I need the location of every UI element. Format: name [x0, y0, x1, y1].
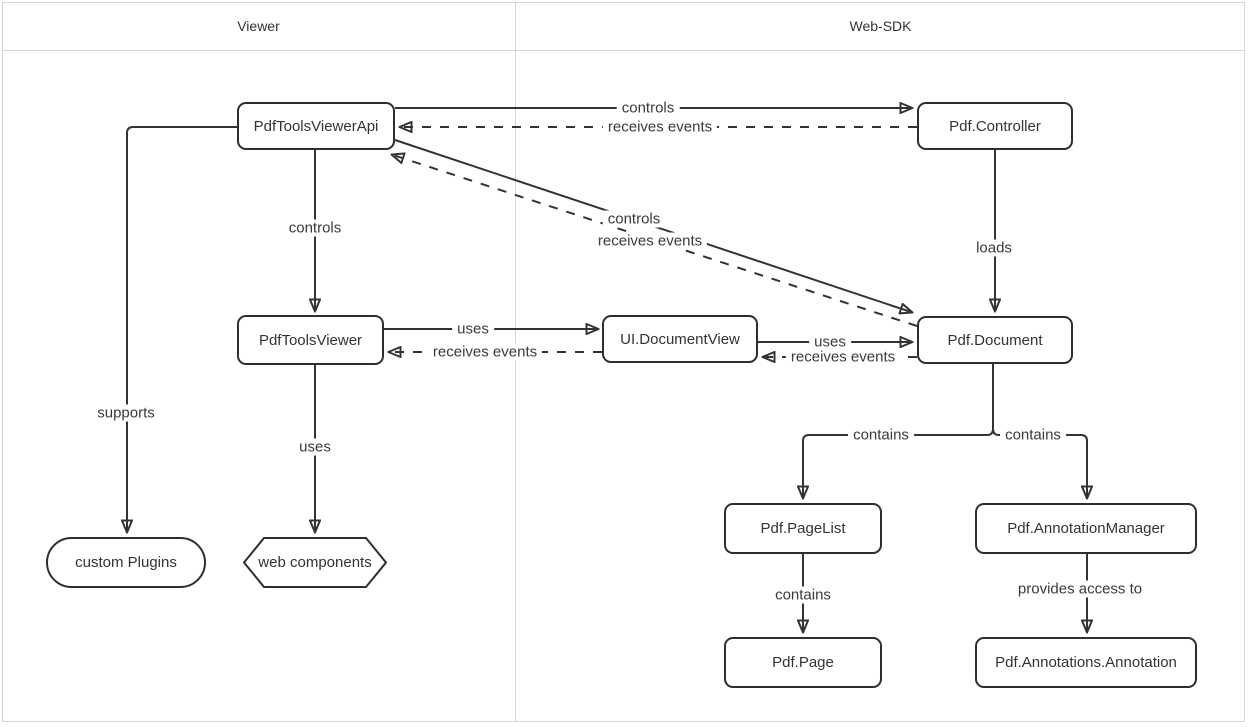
edge-label-supports: supports	[92, 404, 160, 422]
node-label: web components	[258, 554, 372, 571]
edge-label-contains: contains	[848, 426, 914, 444]
node-pdf-annotations-annotation: Pdf.Annotations.Annotation	[975, 637, 1197, 688]
edge-label-contains: contains	[770, 586, 836, 604]
node-pdftoolsviewerapi: PdfToolsViewerApi	[237, 102, 395, 150]
node-label: PdfToolsViewer	[258, 331, 363, 349]
node-web-components: web components	[243, 537, 387, 588]
node-pdf-document: Pdf.Document	[917, 316, 1073, 364]
edge-label-receives-events: receives events	[602, 118, 718, 136]
node-label: Pdf.Controller	[949, 117, 1041, 135]
edge-label-controls: controls	[283, 219, 347, 237]
node-label: PdfToolsViewerApi	[253, 117, 379, 135]
node-custom-plugins: custom Plugins	[46, 537, 206, 588]
node-label: custom Plugins	[75, 554, 177, 571]
edge-label-uses: uses	[452, 320, 494, 338]
lane-header-divider	[2, 50, 1245, 51]
lane-divider	[515, 2, 516, 722]
node-label: Pdf.Page	[772, 654, 834, 671]
hexagon-shape	[243, 537, 387, 588]
node-pdf-pagelist: Pdf.PageList	[724, 503, 882, 554]
node-label: Pdf.PageList	[760, 520, 846, 537]
edge-label-loads: loads	[971, 239, 1017, 257]
edge-label-receives-events: receives events	[427, 343, 543, 361]
node-label: UI.DocumentView	[620, 330, 740, 348]
node-pdf-page: Pdf.Page	[724, 637, 882, 688]
edge-label-receives-events: receives events	[592, 232, 708, 250]
node-label: Pdf.AnnotationManager	[1007, 520, 1165, 537]
edge-label-controls: controls	[602, 210, 666, 228]
node-ui-documentview: UI.DocumentView	[602, 315, 758, 363]
edge-label-uses: uses	[809, 333, 851, 351]
node-label: Pdf.Document	[947, 331, 1043, 349]
edge-label-uses: uses	[294, 438, 336, 456]
node-pdftoolsviewer: PdfToolsViewer	[237, 315, 384, 365]
edge-label-controls: controls	[616, 99, 680, 117]
node-label: Pdf.Annotations.Annotation	[995, 654, 1177, 671]
node-pdf-annotationmanager: Pdf.AnnotationManager	[975, 503, 1197, 554]
edge-label-contains: contains	[1000, 426, 1066, 444]
edge-label-provides-access-to: provides access to	[1012, 580, 1148, 598]
lane-header-web-sdk: Web-SDK	[849, 18, 912, 34]
lane-header-viewer: Viewer	[237, 18, 280, 34]
node-pdf-controller: Pdf.Controller	[917, 102, 1073, 150]
edge-api-supports-plugins	[127, 126, 237, 531]
edge-label-receives-events: receives events	[785, 348, 901, 366]
